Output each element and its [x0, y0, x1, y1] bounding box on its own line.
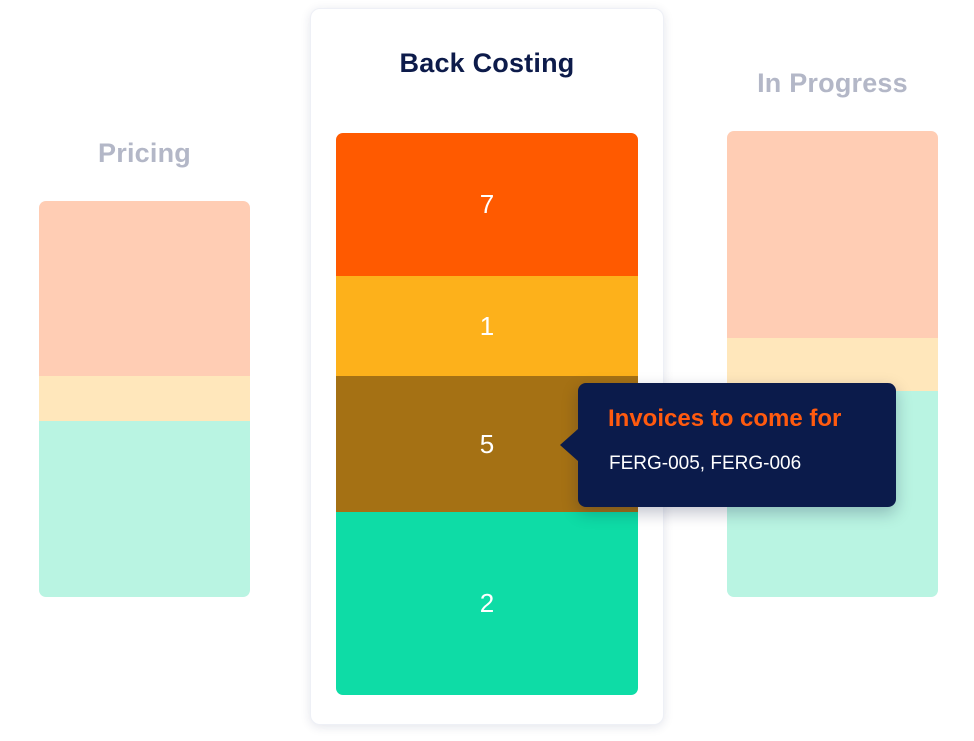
in-progress-segment-top[interactable] [727, 131, 938, 338]
back-costing-segment-1[interactable]: 7 [336, 133, 638, 276]
invoices-tooltip: Invoices to come for FERG-005, FERG-006 [560, 383, 896, 507]
in-progress-column-title: In Progress [757, 68, 908, 98]
back-costing-segment-2[interactable]: 1 [336, 276, 638, 376]
in-progress-column-stack[interactable] [727, 131, 938, 597]
pricing-column-stack[interactable] [39, 201, 250, 597]
back-costing-column-title: Back Costing [399, 48, 575, 78]
pricing-column-title: Pricing [98, 138, 191, 168]
back-costing-segment-3-count: 5 [479, 428, 495, 459]
tooltip-invoice-list: FERG-005, FERG-006 [609, 453, 802, 474]
back-costing-segment-2-count: 1 [479, 310, 495, 341]
tooltip-title: Invoices to come for [608, 405, 842, 432]
pricing-segment-top[interactable] [39, 201, 250, 376]
pricing-segment-middle[interactable] [39, 376, 250, 421]
pricing-segment-bottom[interactable] [39, 421, 250, 597]
back-costing-segment-1-count: 7 [479, 189, 495, 219]
back-costing-segment-4-count: 2 [479, 588, 495, 618]
in-progress-segment-middle[interactable] [727, 338, 938, 391]
back-costing-segment-4[interactable]: 2 [336, 512, 638, 695]
